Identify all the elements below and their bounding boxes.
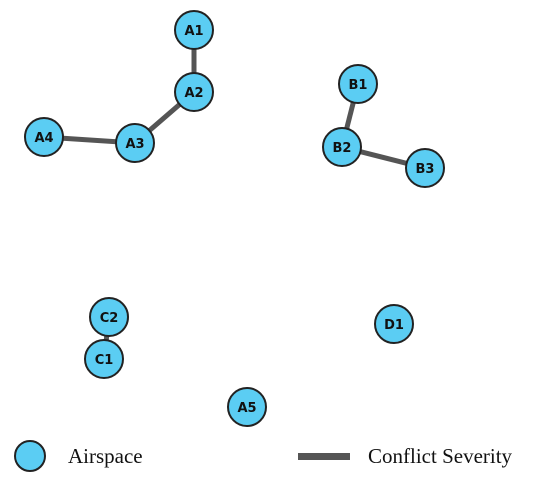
node-circle	[227, 387, 267, 427]
node-label: A4	[34, 131, 53, 146]
node-label: C1	[95, 353, 114, 368]
node-circle	[174, 10, 214, 50]
legend-airspace: Airspace	[14, 440, 143, 472]
node-B2: B2	[322, 127, 362, 167]
node-label: A3	[125, 137, 144, 152]
node-A1: A1	[174, 10, 214, 50]
legend-airspace-swatch	[14, 440, 46, 472]
node-D1: D1	[374, 304, 414, 344]
node-circle	[174, 72, 214, 112]
node-circle	[405, 148, 445, 188]
node-label: A2	[184, 86, 203, 101]
node-circle	[115, 123, 155, 163]
node-circle	[24, 117, 64, 157]
node-label: B1	[349, 78, 368, 93]
node-circle	[84, 339, 124, 379]
node-A2: A2	[174, 72, 214, 112]
node-B3: B3	[405, 148, 445, 188]
legend-conflict-severity: Conflict Severity	[298, 440, 512, 472]
node-label: B3	[416, 162, 435, 177]
node-C2: C2	[89, 297, 129, 337]
node-B1: B1	[338, 64, 378, 104]
node-circle	[322, 127, 362, 167]
node-label: B2	[333, 141, 352, 156]
node-circle	[374, 304, 414, 344]
legend-airspace-label: Airspace	[68, 443, 143, 468]
node-label: A1	[184, 24, 203, 39]
legend-conflict-severity-swatch	[298, 452, 350, 460]
node-label: C2	[100, 311, 119, 326]
node-label: A5	[237, 401, 256, 416]
legend-conflict-severity-label: Conflict Severity	[368, 443, 513, 468]
node-A4: A4	[24, 117, 64, 157]
node-A5: A5	[227, 387, 267, 427]
node-C1: C1	[84, 339, 124, 379]
node-circle	[89, 297, 129, 337]
node-label: D1	[384, 318, 404, 333]
node-A3: A3	[115, 123, 155, 163]
node-circle	[338, 64, 378, 104]
